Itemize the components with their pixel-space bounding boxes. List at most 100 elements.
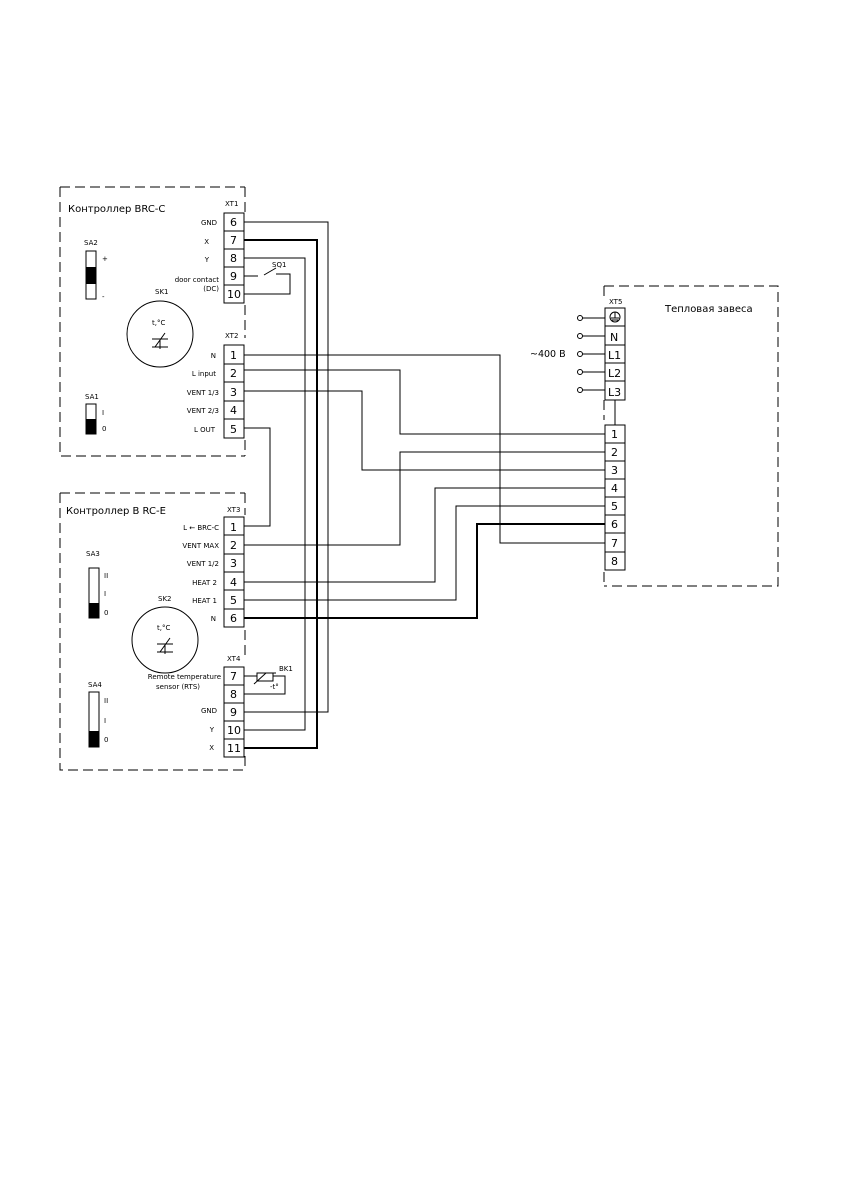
- block-num-6: 6: [611, 518, 618, 531]
- xt3-label-vent12: VENT 1/2: [187, 560, 219, 568]
- xt4-num-7: 7: [230, 670, 237, 683]
- controller-brc-e: Контроллер B RC-E SA3 II I 0 SK2 t,°C SA…: [59, 492, 293, 771]
- xt3-label-n: N: [211, 615, 216, 623]
- xt1-num-7: 7: [230, 234, 237, 247]
- xt3-num-2: 2: [230, 539, 237, 552]
- sa1-mark-0: 0: [102, 425, 106, 433]
- xt4-num-9: 9: [230, 706, 237, 719]
- xt1-label: XT1: [225, 200, 238, 208]
- sa4-mark-1: I: [104, 717, 106, 725]
- block-num-3: 3: [611, 464, 618, 477]
- xt3-num-5: 5: [230, 594, 237, 607]
- wire-y: [244, 257, 306, 731]
- wires: SQ1: [244, 221, 605, 749]
- xt1-num-6: 6: [230, 216, 237, 229]
- sk1-label: SK1: [155, 288, 169, 296]
- controller-brc-c: Контроллер BRC-C SA2 + - SK1 t,°C SA1 I …: [59, 186, 246, 457]
- xt3-num-1: 1: [230, 521, 237, 534]
- xt1-label-gnd: GND: [201, 219, 217, 227]
- xt2-label-vent23: VENT 2/3: [187, 407, 219, 415]
- xt2-num-5: 5: [230, 423, 237, 436]
- xt2-num-2: 2: [230, 367, 237, 380]
- terminal-block-xt5: XT5 N L1 L2 L3 ~400 В: [530, 298, 626, 425]
- wire-vent13: [244, 390, 605, 471]
- xt2-label-vent13: VENT 1/3: [187, 389, 219, 397]
- sa3-mark-1: I: [104, 590, 106, 598]
- xt1-label-x: X: [204, 238, 209, 246]
- wire-n: [244, 354, 605, 544]
- xt2-label: XT2: [225, 332, 238, 340]
- supply-voltage: ~400 В: [530, 349, 566, 360]
- xt3-label: XT3: [227, 506, 240, 514]
- curtain-control-block: 1 2 3 4 5 6 7 8: [604, 424, 626, 571]
- xt4-num-8: 8: [230, 688, 237, 701]
- sa1-mark-1: I: [102, 409, 104, 417]
- wire-door-contact: [244, 267, 291, 295]
- xt5-n: N: [610, 331, 618, 344]
- xt2-label-n: N: [211, 352, 216, 360]
- xt4-label-remote: Remote temperature: [148, 673, 221, 681]
- wire-gnd: [244, 221, 329, 713]
- block-num-8: 8: [611, 555, 618, 568]
- wire-vent-max: [244, 451, 605, 546]
- xt3-label-heat2: HEAT 2: [192, 579, 217, 587]
- xt3-num-4: 4: [230, 576, 237, 589]
- switch-sa3: SA3 II I 0: [86, 550, 108, 619]
- xt4-label-rts: sensor (RTS): [156, 683, 200, 691]
- block-num-4: 4: [611, 482, 618, 495]
- heat-curtain: Тепловая завеса XT5 N L1 L2 L3 ~400 В: [530, 285, 779, 587]
- temperature-knob-sk1: SK1 t,°C: [126, 288, 194, 368]
- xt1-num-9: 9: [230, 270, 237, 283]
- xt4-label-gnd: GND: [201, 707, 217, 715]
- xt1-label-y: Y: [204, 256, 210, 264]
- bk1-symbol: -t°: [270, 683, 279, 691]
- sa1-label: SA1: [85, 393, 99, 401]
- terminal-block-xt2: XT2 1 2 3 4 5 N L input VENT 1/3 VENT 2/…: [187, 332, 245, 439]
- xt5-l1: L1: [608, 349, 621, 362]
- xt1-label-dc: (DC): [203, 285, 219, 293]
- terminal-block-xt3: XT3 1 2 3 4 5 6 L ← BRC-C VENT MAX VENT …: [182, 506, 245, 628]
- xt2-num-3: 3: [230, 386, 237, 399]
- brc-e-title: Контроллер B RC-E: [66, 506, 166, 517]
- sa4-mark-2: II: [104, 697, 108, 705]
- xt3-label-l-brc-c: L ← BRC-C: [183, 524, 219, 532]
- xt4-num-11: 11: [227, 742, 241, 755]
- sa3-label: SA3: [86, 550, 100, 558]
- xt3-label-heat1: HEAT 1: [192, 597, 217, 605]
- block-num-1: 1: [611, 428, 618, 441]
- terminal-block-xt4: XT4 7 8 9 10 11 Remote temperature senso…: [148, 655, 245, 758]
- xt4-label-y: Y: [209, 726, 215, 734]
- sa2-mark-minus: -: [102, 293, 105, 301]
- xt5-l2: L2: [608, 367, 621, 380]
- xt3-label-vent-max: VENT MAX: [182, 542, 219, 550]
- temperature-knob-sk2: SK2 t,°C: [131, 595, 199, 674]
- wire-heat1: [244, 505, 605, 601]
- switch-sa2: SA2 + -: [84, 239, 108, 301]
- wire-n-xt3: [244, 523, 605, 619]
- block-num-2: 2: [611, 446, 618, 459]
- sa4-mark-0: 0: [104, 736, 108, 744]
- switch-sa4: SA4 II I 0: [88, 681, 108, 748]
- sa2-label: SA2: [84, 239, 98, 247]
- xt4-label: XT4: [227, 655, 241, 663]
- xt5-label: XT5: [609, 298, 622, 306]
- xt1-num-10: 10: [227, 288, 241, 301]
- sk2-label: SK2: [158, 595, 172, 603]
- block-num-7: 7: [611, 537, 618, 550]
- xt2-num-1: 1: [230, 349, 237, 362]
- xt1-num-8: 8: [230, 252, 237, 265]
- xt2-num-4: 4: [230, 404, 237, 417]
- wire-l-out: [244, 427, 271, 527]
- sk2-symbol: t,°C: [157, 624, 170, 632]
- sa4-label: SA4: [88, 681, 102, 689]
- xt3-num-6: 6: [230, 612, 237, 625]
- xt4-label-x: X: [209, 744, 214, 752]
- brc-c-title: Контроллер BRC-C: [68, 204, 165, 215]
- sq1-label: SQ1: [272, 261, 286, 269]
- xt4-num-10: 10: [227, 724, 241, 737]
- sa3-mark-2: II: [104, 572, 108, 580]
- block-num-5: 5: [611, 500, 618, 513]
- curtain-title: Тепловая завеса: [664, 304, 753, 315]
- wire-x: [244, 239, 318, 749]
